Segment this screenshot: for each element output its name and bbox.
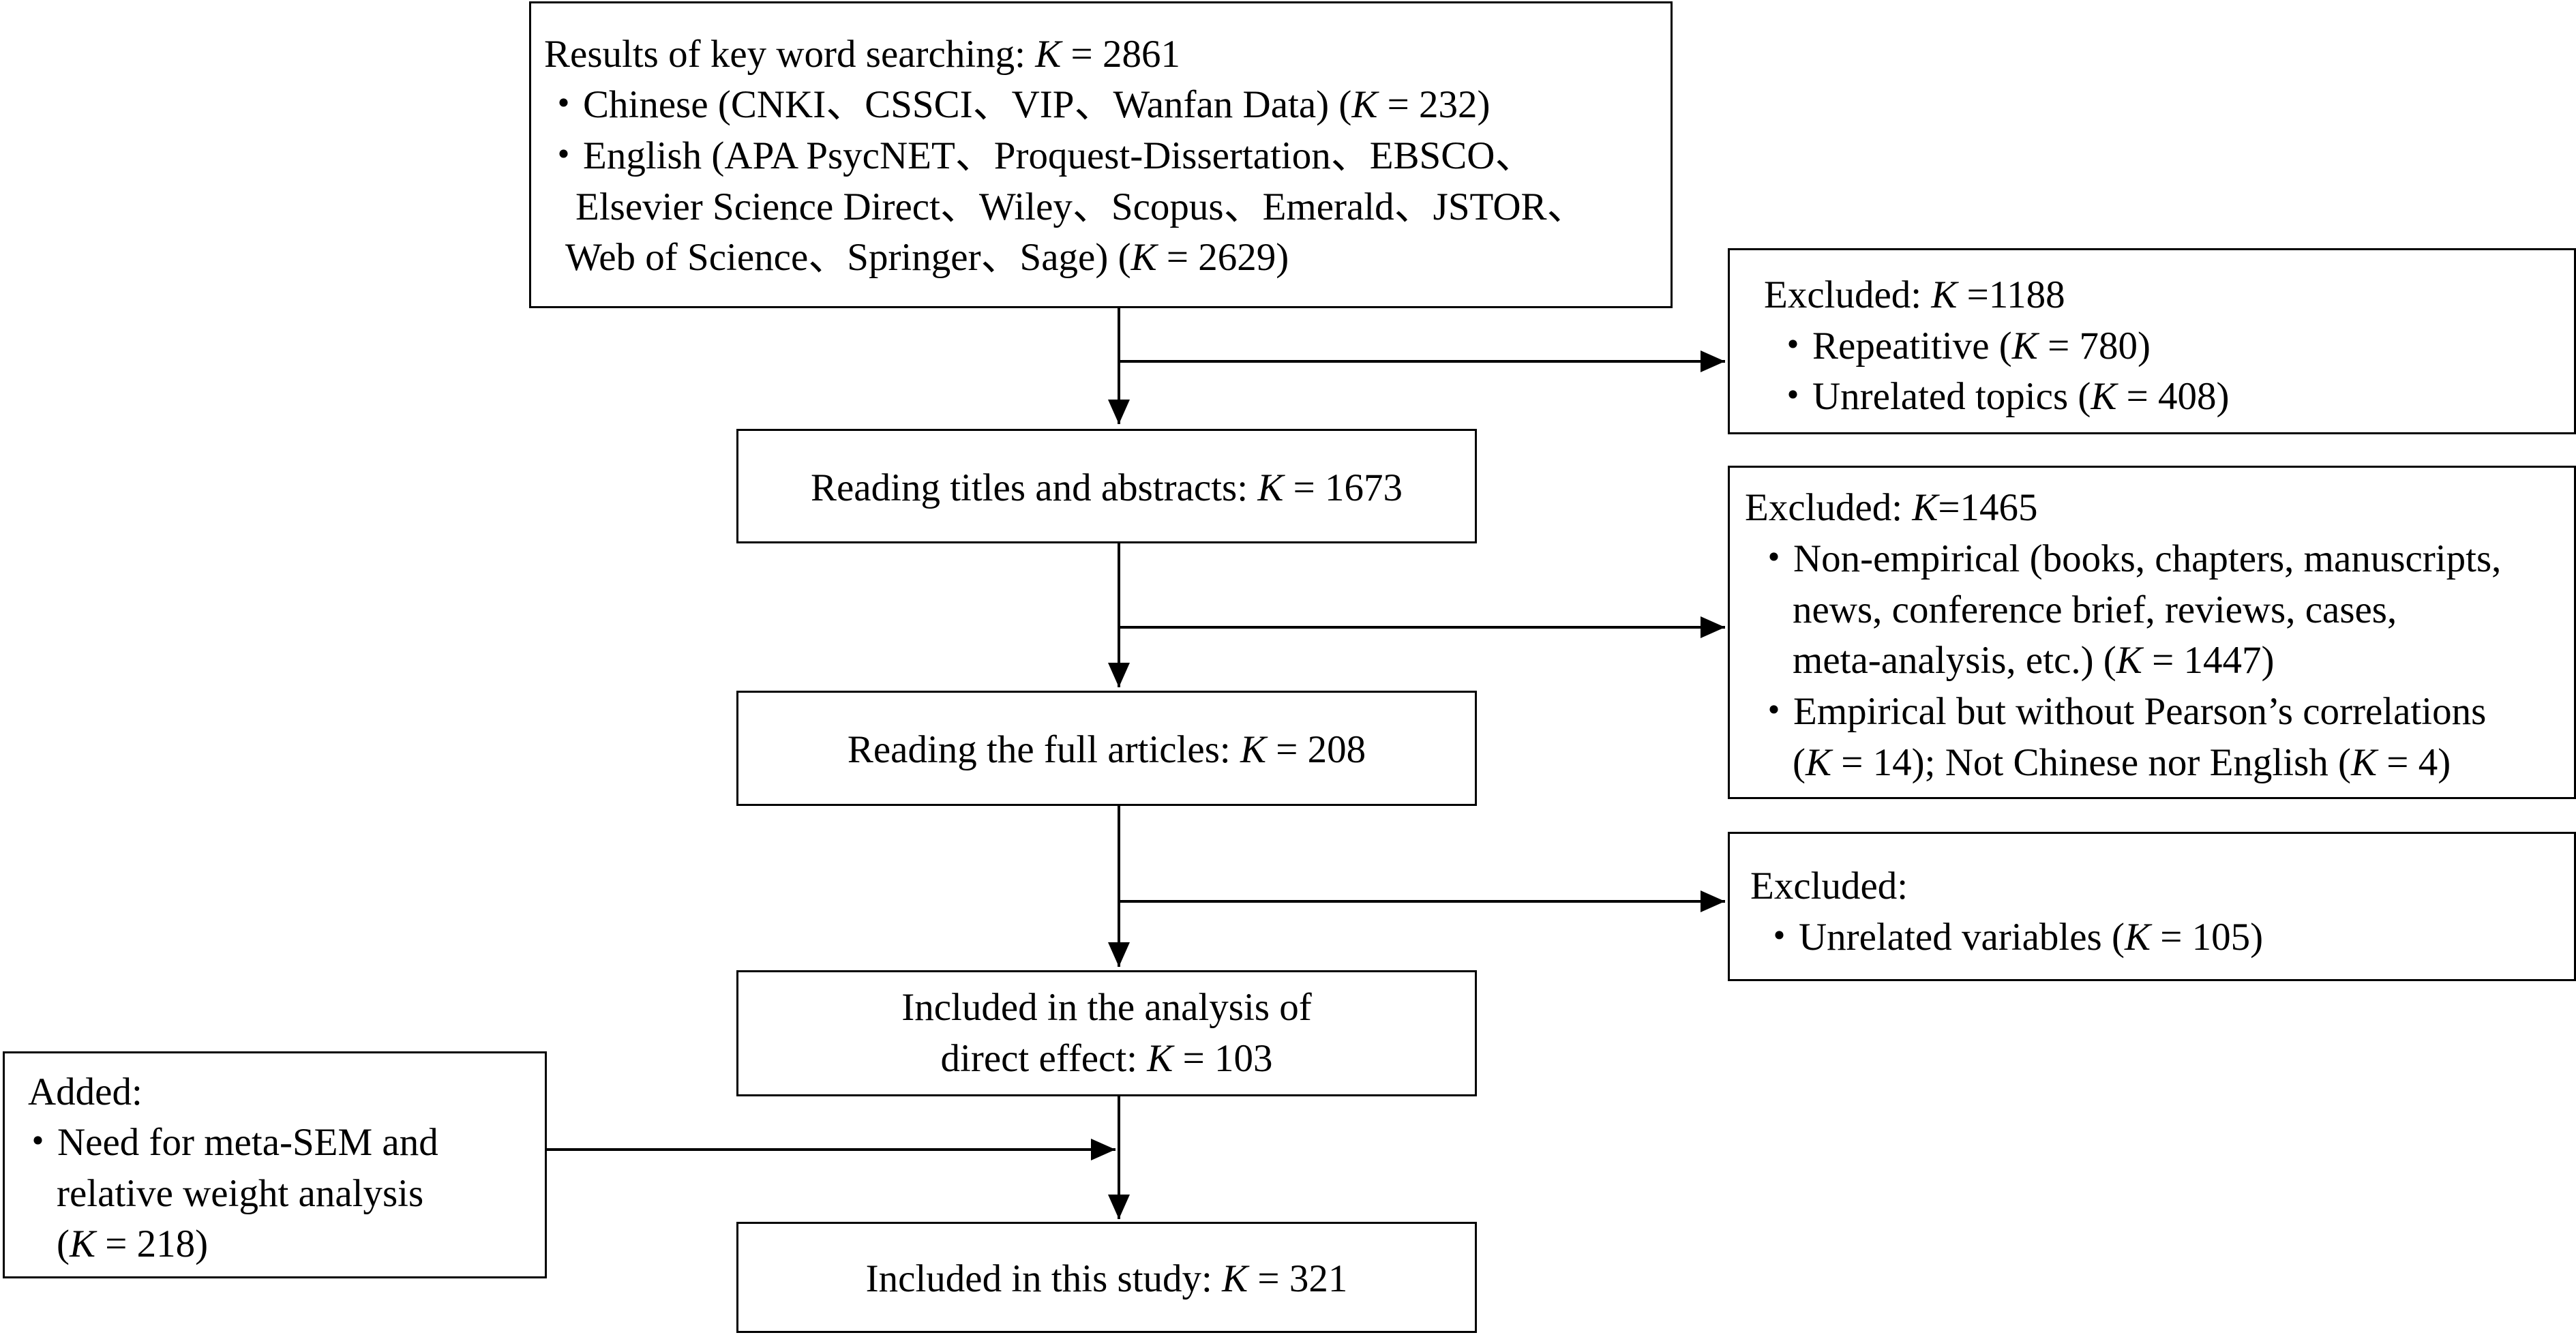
included-study-text: Included in this study: K = 321 (865, 1257, 1348, 1300)
excluded2-item2-line2: (K = 14); Not Chinese nor English (K = 4… (1793, 741, 2451, 784)
reading-full-box: Reading the full articles: K = 208 (736, 691, 1477, 806)
included-direct-line2: direct effect: K = 103 (940, 1037, 1273, 1080)
search-english-3: Web of Science、Springer、Sage) (K = 2629) (565, 236, 1289, 279)
added-line3: (K = 218) (57, 1222, 209, 1265)
included-direct-line1: Included in the analysis of (901, 986, 1312, 1029)
excluded-box-3: Excluded: ・Unrelated variables (K = 105) (1728, 832, 2576, 981)
added-line1: ・Need for meta-SEM and (18, 1121, 438, 1164)
search-english-1: ・English (APA PsycNET、Proquest-Dissertat… (544, 134, 1534, 177)
added-line2: relative weight analysis (57, 1172, 424, 1215)
excluded1-item2: ・Unrelated topics (K = 408) (1773, 375, 2230, 418)
excluded3-title: Excluded: (1750, 865, 1908, 907)
search-chinese: ・Chinese (CNKI、CSSCI、VIP、Wanfan Data) (K… (544, 83, 1491, 126)
included-study-box: Included in this study: K = 321 (736, 1222, 1477, 1333)
excluded2-title: Excluded: K=1465 (1745, 486, 2038, 529)
excluded-box-2: Excluded: K=1465 ・Non-empirical (books, … (1728, 466, 2576, 799)
added-box: Added: ・Need for meta-SEM and relative w… (3, 1051, 547, 1278)
excluded3-item1: ・Unrelated variables (K = 105) (1760, 916, 2264, 959)
excluded-box-1: Excluded: K =1188 ・Repeatitive (K = 780)… (1728, 248, 2576, 434)
search-english-2: Elsevier Science Direct、Wiley、Scopus、Eme… (575, 185, 1586, 228)
reading-titles-box: Reading titles and abstracts: K = 1673 (736, 429, 1477, 543)
excluded1-title: Excluded: K =1188 (1764, 273, 2065, 316)
excluded2-item1-line2: news, conference brief, reviews, cases, (1793, 588, 2397, 631)
reading-full-text: Reading the full articles: K = 208 (847, 728, 1366, 771)
excluded2-item1-line3: meta-analysis, etc.) (K = 1447) (1793, 639, 2275, 682)
excluded1-item1: ・Repeatitive (K = 780) (1773, 325, 2151, 368)
search-title: Results of key word searching: K = 2861 (544, 33, 1180, 76)
excluded2-item2-line1: ・Empirical but without Pearson’s correla… (1754, 690, 2487, 733)
excluded2-item1-line1: ・Non-empirical (books, chapters, manuscr… (1754, 537, 2502, 580)
added-title: Added: (28, 1070, 143, 1113)
included-direct-box: Included in the analysis of direct effec… (736, 970, 1477, 1096)
reading-titles-text: Reading titles and abstracts: K = 1673 (810, 466, 1403, 509)
search-results-box: Results of key word searching: K = 2861 … (529, 1, 1673, 308)
